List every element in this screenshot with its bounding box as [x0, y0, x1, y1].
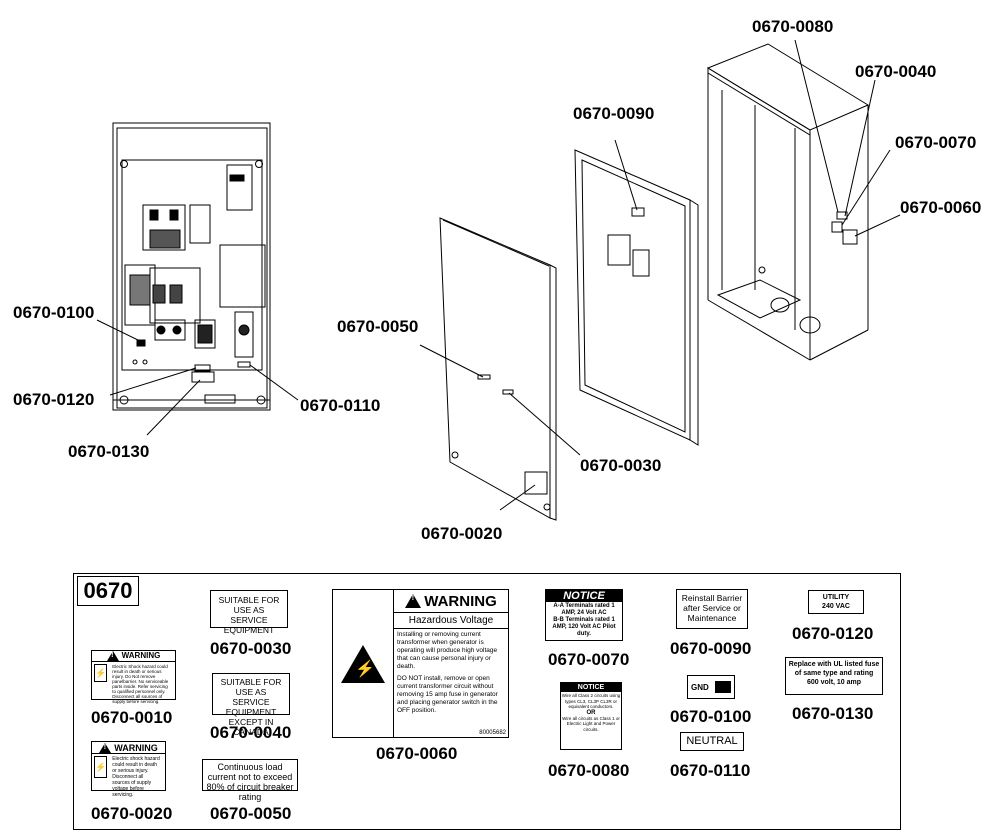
- label-0670-0110: NEUTRAL: [680, 732, 744, 751]
- label-line-1: UTILITY: [822, 594, 850, 601]
- callout-0670-0060: 0670-0060: [900, 198, 982, 217]
- label-code: 80005682: [479, 730, 506, 736]
- label-or: OR: [586, 709, 596, 716]
- enclosure-box: [706, 39, 901, 361]
- callout-0670-0100: 0670-0100: [13, 303, 95, 322]
- label-text: Electric shock hazard could result in de…: [112, 756, 160, 798]
- callout-0670-0020: 0670-0020: [421, 524, 503, 543]
- warning-triangle-icon: [405, 594, 422, 608]
- label-paragraph-1: Wire all Class 2 circuits using types CL…: [561, 693, 621, 709]
- label-0670-0030: SUITABLE FOR USE AS SERVICE EQUIPMENT: [210, 590, 288, 635]
- label-0670-0020: WARNING ⚡ Electric shock hazard could re…: [91, 741, 166, 798]
- label-0670-0070: NOTICE A-A Terminals rated 1 AMP, 24 Vol…: [545, 589, 623, 641]
- label-0670-0120: UTILITY 240 VAC: [808, 590, 864, 614]
- label-0670-0090: Reinstall Barrier after Service or Maint…: [676, 589, 748, 629]
- part-number-0670-0040: 0670-0040: [210, 723, 292, 742]
- label-line-1: A-A Terminals rated 1 AMP, 24 Volt AC: [553, 603, 615, 616]
- label-text: Electric Shock hazard could result in de…: [112, 664, 169, 704]
- label-line-2: 240 VAC: [822, 603, 850, 610]
- label-0670-0060: ⚡ WARNING Hazardous Voltage Installing o…: [332, 589, 509, 738]
- label-0670-0080: NOTICE Wire all Class 2 circuits using t…: [560, 682, 622, 750]
- ground-symbol-icon: [714, 681, 731, 693]
- part-number-0670-0020: 0670-0020: [91, 804, 173, 823]
- door-panel: [419, 217, 581, 521]
- label-text: GND: [691, 682, 709, 692]
- label-0670-0050: Continuous load current not to exceed 80…: [202, 759, 298, 802]
- part-number-0670-0110: 0670-0110: [670, 761, 751, 780]
- warning-triangle-icon: [106, 651, 119, 661]
- label-header: WARNING: [114, 742, 158, 753]
- part-number-0670-0060: 0670-0060: [376, 744, 458, 763]
- part-number-0670-0050: 0670-0050: [210, 804, 292, 823]
- callout-0670-0110: 0670-0110: [300, 396, 381, 415]
- part-number-0670-0130: 0670-0130: [792, 704, 874, 723]
- label-legend-box: [73, 573, 901, 830]
- part-number-0670-0030: 0670-0030: [210, 639, 292, 658]
- part-number-0670-0080: 0670-0080: [548, 761, 630, 780]
- callout-0670-0120: 0670-0120: [13, 390, 95, 409]
- callout-0670-0030: 0670-0030: [580, 456, 662, 475]
- callout-0670-0080: 0670-0080: [752, 17, 834, 36]
- part-number-0670-0090: 0670-0090: [670, 639, 752, 658]
- section-number: 0670: [77, 576, 139, 606]
- label-paragraph-1: Installing or removing current transform…: [397, 631, 498, 670]
- label-paragraph-2: Wire all circuits as Class 1 or Electric…: [562, 715, 620, 732]
- label-line-2: B-B Terminals rated 1 AMP, 120 Volt AC P…: [552, 617, 616, 637]
- dead-front-barrier: [574, 139, 699, 446]
- label-0670-0040: SUITABLE FOR USE AS SERVICE EQUIPMENT EX…: [212, 673, 290, 737]
- label-header: WARNING: [121, 651, 161, 660]
- part-number-0670-0100: 0670-0100: [670, 707, 752, 726]
- shock-hazard-icon: ⚡: [341, 644, 385, 683]
- label-title: Hazardous Voltage: [394, 613, 508, 629]
- callout-0670-0050: 0670-0050: [337, 317, 419, 336]
- callout-0670-0090: 0670-0090: [573, 104, 655, 123]
- label-0670-0130: Replace with UL listed fuse of same type…: [785, 657, 883, 695]
- label-header: NOTICE: [546, 590, 622, 602]
- panel-interior-front-view: [96, 122, 299, 436]
- part-number-0670-0120: 0670-0120: [792, 624, 874, 643]
- warning-triangle-icon: [99, 742, 112, 753]
- shock-hazard-icon: ⚡: [94, 756, 108, 778]
- part-number-0670-0070: 0670-0070: [548, 650, 630, 669]
- label-header: NOTICE: [561, 683, 621, 692]
- label-0670-0010: WARNING ⚡ Electric Shock hazard could re…: [91, 650, 176, 704]
- callout-0670-0070: 0670-0070: [895, 133, 977, 152]
- callout-0670-0040: 0670-0040: [855, 62, 937, 81]
- label-paragraph-2: DO NOT install, remove or open current t…: [397, 675, 498, 714]
- label-0670-0100: GND: [687, 675, 735, 699]
- shock-hazard-icon: ⚡: [94, 664, 108, 682]
- part-number-0670-0010: 0670-0010: [91, 708, 173, 727]
- callout-0670-0130: 0670-0130: [68, 442, 150, 461]
- label-header: WARNING: [424, 592, 497, 610]
